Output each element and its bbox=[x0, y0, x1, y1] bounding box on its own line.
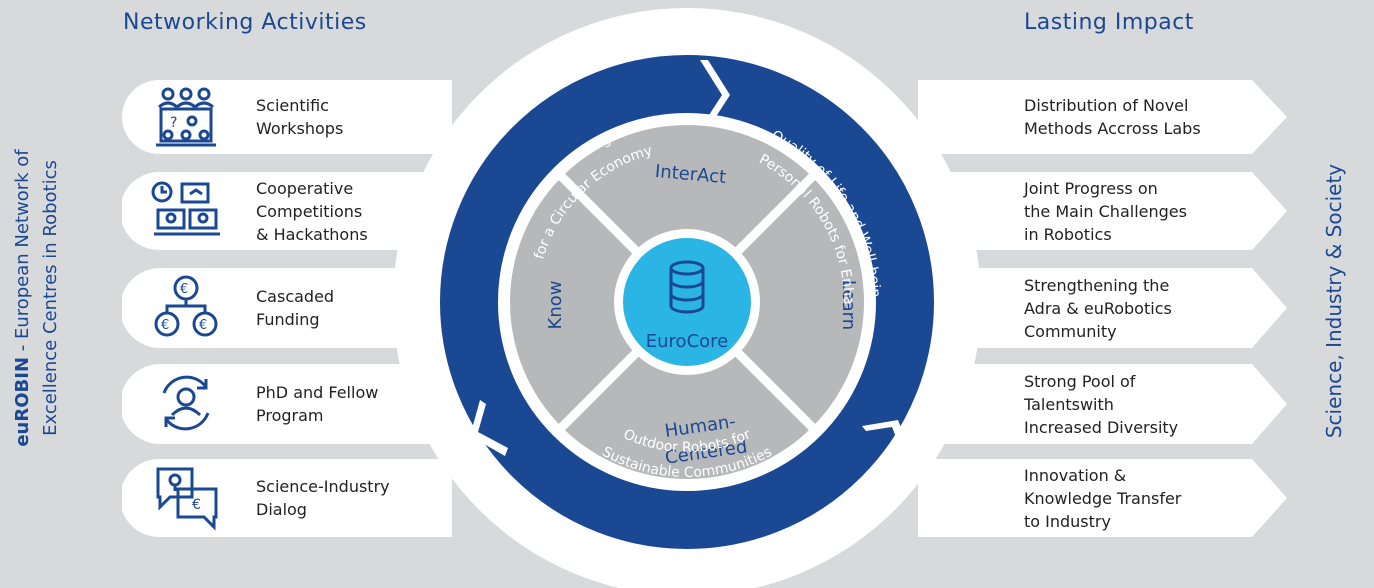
svg-text:€: € bbox=[180, 282, 188, 297]
svg-text:€: € bbox=[199, 318, 207, 333]
ring-divider-left bbox=[470, 400, 508, 456]
segment-label-know: Know bbox=[545, 281, 566, 330]
svg-text:€: € bbox=[161, 318, 169, 333]
database-icon bbox=[669, 260, 705, 314]
segment-label-learn: Learn bbox=[838, 280, 859, 330]
person-cycle-icon bbox=[162, 375, 210, 431]
eurocore-center bbox=[623, 238, 751, 366]
ring-divider-top bbox=[700, 60, 730, 129]
svg-text:€: € bbox=[192, 497, 201, 513]
euro-funding-icon: € € € bbox=[154, 275, 218, 337]
heading-lasting-impact: Lasting Impact bbox=[1024, 10, 1194, 35]
heading-networking-activities: Networking Activities bbox=[123, 10, 367, 35]
workshop-icon: ? bbox=[156, 87, 216, 147]
competition-icon bbox=[151, 181, 220, 236]
svg-text:?: ? bbox=[170, 115, 177, 131]
ring-divider-right bbox=[862, 420, 912, 460]
dialog-bubbles-icon: € bbox=[156, 467, 218, 531]
center-label: EuroCore bbox=[646, 331, 728, 352]
wheel-blue-ring bbox=[440, 55, 934, 549]
